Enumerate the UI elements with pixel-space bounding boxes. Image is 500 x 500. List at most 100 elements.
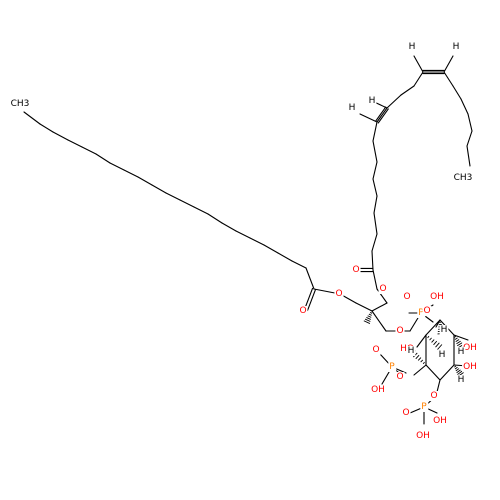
linoleoyl-chain-bond — [386, 94, 402, 109]
ring-h-label-text: H — [458, 347, 465, 357]
vinyl-h-bond — [413, 55, 424, 73]
stearoyl-chain-bond — [23, 111, 41, 125]
linoleoyl-chain-bond — [371, 233, 378, 252]
glycerol-bond — [371, 302, 388, 312]
ring-hash-bond — [435, 342, 440, 348]
ester-oxygen-label-backdrop — [429, 391, 439, 401]
ring-h-label: H — [437, 350, 447, 360]
phosphate-hydroxyl-label-text: OH — [433, 416, 447, 426]
phosphoryl-oxygen-label-text: O — [403, 292, 410, 302]
phosphoryl-oxygen-label-text: O — [402, 408, 409, 418]
vinyl-h-bond — [443, 55, 454, 73]
stereo-hash-bond — [366, 317, 371, 320]
phosphorus-label: P — [420, 402, 429, 412]
ring-hash-bond — [454, 337, 458, 340]
vinyl-h-label: H — [451, 42, 461, 52]
linoleoyl-chain-bond — [466, 130, 473, 147]
ester-oxygen-label-text: O — [423, 306, 430, 316]
phosphoryl-oxygen-label: O — [401, 408, 411, 418]
linoleoyl-chain-bond — [466, 145, 471, 167]
ring-oh-bond — [416, 334, 427, 348]
methyl-label: CH3 — [452, 173, 474, 183]
linoleoyl-chain-bond — [467, 113, 473, 132]
ester-oxygen-label-backdrop — [334, 289, 344, 299]
stearoyl-chain-bond — [263, 244, 279, 254]
methyl-label-backdrop — [9, 99, 31, 109]
stearoyl-chain-bond — [193, 206, 209, 215]
ring-hash-bond — [437, 344, 443, 350]
stearoyl-chain-bond — [305, 267, 315, 290]
ring-hash-bond — [415, 354, 420, 360]
methyl-label-text: CH3 — [454, 173, 473, 183]
glycerol-bond — [355, 302, 373, 312]
phosphate-hydroxyl-label: OH — [415, 431, 431, 441]
stereo-hash-bond — [364, 318, 371, 322]
phosphorus-label-backdrop — [388, 362, 397, 372]
ester-oxygen-label-text: O — [430, 391, 437, 401]
phosphorus-label-text: P — [418, 308, 424, 318]
ring-h-label-text: H — [441, 325, 448, 335]
ester-oxygen-label-backdrop — [422, 306, 432, 316]
stereo-hash-bond — [367, 315, 372, 318]
vinyl-h-label: H — [367, 96, 377, 106]
ester-oxygen-label-text: O — [396, 372, 403, 382]
ring-hash-bond — [429, 337, 432, 341]
ring-hash-bond — [422, 361, 425, 365]
phosphorus-label-text: P — [421, 402, 427, 412]
ring-h-label: H — [456, 347, 466, 357]
ester-oxygen-label-text: O — [396, 326, 403, 336]
ring-hydroxyl-label: OH — [462, 362, 478, 372]
phosphate-hydroxyl-label-backdrop — [432, 416, 448, 426]
ester-oxygen-label: O — [422, 306, 432, 316]
ring-hydroxyl-label-text: OH — [463, 343, 477, 353]
stearoyl-chain-bond — [291, 260, 307, 269]
linoleoyl-chain-bond — [372, 269, 378, 290]
stearoyl-chain-bond — [179, 199, 195, 208]
linoleoyl-chain-bond — [372, 161, 378, 180]
stearoyl-chain-bond — [221, 222, 237, 232]
vinyl-h-bond — [359, 113, 378, 123]
inositol-ring-bond — [425, 319, 441, 336]
ring-h-label-text: H — [408, 346, 415, 356]
carbonyl-oxygen-label-text: O — [299, 306, 306, 316]
carbonyl-oxygen-label-backdrop — [351, 265, 361, 275]
phosphate-hydroxyl-label-text: OH — [430, 292, 444, 302]
linoleoyl-chain-bond — [373, 212, 378, 235]
ring-hash-bond — [454, 365, 457, 368]
phosphorus-label-backdrop — [417, 308, 426, 318]
vinyl-h-label-text: H — [409, 42, 416, 52]
ring-h-label-backdrop — [437, 350, 447, 360]
ring-hash-bond — [433, 340, 438, 346]
phosphorus-label: P — [417, 308, 426, 318]
ring-hash-bond — [431, 339, 435, 343]
vinyl-h-label-text: H — [453, 42, 460, 52]
bond-layer — [23, 55, 473, 425]
stereo-hash-bond — [368, 313, 372, 316]
stearoyl-chain-bond — [249, 237, 265, 246]
vinyl-h-label-text: H — [369, 96, 376, 106]
phosphoryl-oxygen-label-text: O — [372, 345, 379, 355]
carbonyl-oxygen-label-backdrop — [298, 306, 308, 316]
ring-h-label: H — [406, 346, 416, 356]
linoleoyl-chain-bond — [372, 121, 378, 142]
stearoyl-chain-bond — [277, 252, 293, 262]
ring-hash-bond — [455, 339, 460, 342]
atom-label-layer: CH3CH3HHHHOOOOOOPOHOHOHOHOHHHHHOPOHOOOPO… — [9, 42, 478, 441]
stearoyl-chain-bond — [52, 131, 69, 141]
ring-o-bond — [413, 364, 427, 376]
ring-h-label-text: H — [439, 350, 446, 360]
ring-hash-bond — [457, 370, 463, 375]
ester-oxygen-label-text: O — [379, 284, 386, 294]
carbonyl-double-bond — [303, 287, 314, 310]
vinyl-h-label-text: H — [349, 103, 356, 113]
linoleoyl-chain-bond — [371, 250, 374, 271]
inositol-ring-bond — [425, 364, 441, 381]
stearoyl-chain-bond — [151, 184, 167, 194]
stearoyl-chain-bond — [123, 169, 139, 178]
stearoyl-chain-bond — [109, 162, 125, 171]
stearoyl-chain-bond — [81, 146, 97, 155]
ester-oxygen-label: O — [334, 289, 344, 299]
methyl-label-text: CH3 — [11, 99, 30, 109]
carbonyl-oxygen-label-text: O — [352, 265, 359, 275]
ring-hash-bond — [454, 335, 457, 338]
